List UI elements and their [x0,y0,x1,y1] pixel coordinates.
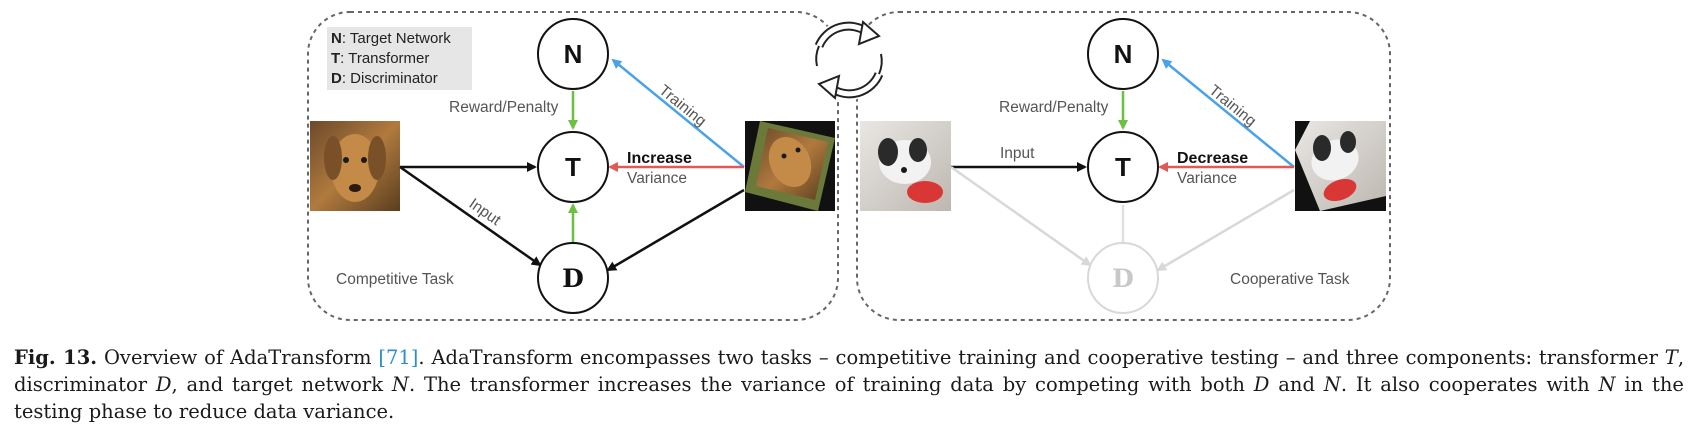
caption-var: D [1253,373,1270,396]
caption-text: , discriminator [14,346,1685,396]
legend-n-key: N [331,30,342,47]
node-d-left [537,242,609,314]
node-t-left [537,131,609,203]
cycle-icon [809,20,889,100]
legend-n-text: : Target Network [342,30,451,47]
input-puppy-image [860,121,951,211]
caption-text: in the testing phase to reduce data vari… [14,373,1684,423]
node-t-left-label: T [565,152,581,182]
input-label-right: Input [1000,145,1035,162]
caption-text: , and target network [171,373,392,396]
caption-var: D [155,373,172,396]
input-to-d-arrow-left [399,165,542,267]
training-arrow-left [611,58,745,168]
svg-text:T: Transformer: T: Transformer [331,50,429,67]
legend-d-text: : Discriminator [342,70,438,87]
caption-var: N [1323,373,1341,396]
input-label-left: Input [466,195,505,229]
competitive-task-label: Competitive Task [336,271,454,288]
node-t-right-label: T [1115,152,1131,182]
input-to-d-arrow-right [950,165,1092,267]
caption-var: N [1598,373,1616,396]
transformed-puppy-image [1295,121,1386,211]
caption-label: Fig. 13. [14,346,98,369]
node-d-left-label: D [562,264,584,293]
legend-t-text: : Transformer [340,50,429,67]
transformed-to-d-arrow-left [606,188,745,272]
node-n-right [1087,18,1159,90]
competitive-panel [307,11,839,321]
figure-caption: Fig. 13. Overview of AdaTransform [71]. … [14,344,1684,425]
svg-text:D: Discriminator: D: Discriminator [331,70,438,87]
reward-label-left: Reward/Penalty [449,99,559,116]
input-dog-image [310,121,400,211]
caption-text: Overview of AdaTransform [97,346,379,369]
transformed-dog-image [745,121,835,211]
increase-label: Increase [627,150,692,167]
variance-label-left: Variance [627,170,687,187]
cooperative-task-label: Cooperative Task [1230,271,1350,288]
adatransform-diagram: N: Target Network T: Transformer D: Disc… [307,11,1391,321]
caption-var: N [391,373,409,396]
transformed-to-d-arrow-right [1156,188,1295,272]
caption-var: T [1664,346,1678,369]
training-arrow-right [1161,58,1295,168]
svg-text:N: Target Network: N: Target Network [331,30,451,47]
caption-text: . It also cooperates with [1340,373,1599,396]
training-label-right: Training [1205,82,1259,130]
node-t-right [1087,131,1159,203]
legend: N: Target Network T: Transformer D: Disc… [327,27,472,90]
node-n-left [537,18,609,90]
caption-text: . The transformer increases the variance… [408,373,1254,396]
reward-label-right: Reward/Penalty [999,99,1109,116]
node-n-right-label: N [1114,39,1133,69]
training-label-left: Training [655,82,709,130]
cooperative-panel [856,11,1391,321]
caption-text: and [1269,373,1324,396]
decrease-label: Decrease [1177,150,1248,167]
variance-label-right: Variance [1177,170,1237,187]
legend-t-key: T [331,50,340,67]
node-d-right-label: D [1112,264,1134,293]
citation-link[interactable]: [71] [378,346,419,369]
node-d-right [1087,242,1159,314]
legend-d-key: D [331,70,342,87]
node-n-left-label: N [564,39,583,69]
caption-text: . AdaTransform encompasses two tasks – c… [418,346,1665,369]
